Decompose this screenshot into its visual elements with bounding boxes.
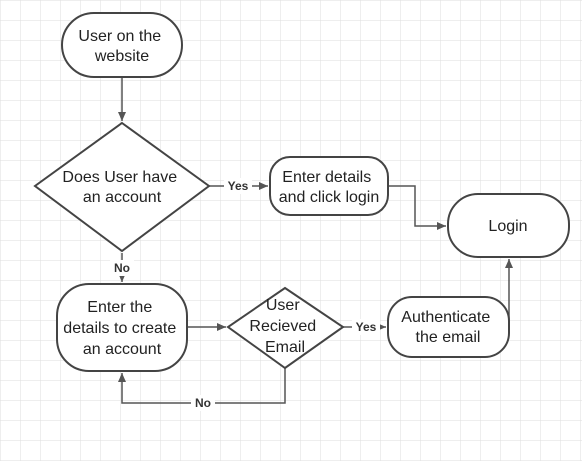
- node-login: [447, 193, 570, 258]
- node-start-label: User on the website: [78, 28, 165, 65]
- node-start-line-2: website: [94, 48, 149, 65]
- node-authenticate-line-1: Authenticate: [401, 309, 490, 326]
- node-enter-details: [269, 156, 389, 216]
- node-received-email-label: User Recieved Email: [249, 297, 320, 356]
- node-received-email-line-2: Recieved: [249, 318, 316, 335]
- node-create-account-line-3: an account: [83, 341, 162, 358]
- node-enter-details-label: Enter details and click login: [279, 169, 380, 206]
- node-received-email-line-3: Email: [265, 339, 305, 356]
- node-received-email-line-1: User: [266, 297, 300, 314]
- node-authenticate-label: Authenticate the email: [401, 309, 494, 346]
- edge-label-bg: [110, 260, 134, 276]
- node-received-email-decision: [226, 286, 345, 370]
- edge-label-bg: [352, 319, 380, 335]
- node-authenticate: [387, 296, 510, 358]
- edge-label-has-account-no: No: [114, 261, 130, 275]
- node-has-account-line-2: an account: [83, 189, 162, 206]
- edge-enter-details-to-login: [388, 185, 446, 230]
- node-enter-details-line-1: Enter details: [282, 169, 371, 186]
- edge-label-received-email-no: No: [195, 396, 211, 410]
- node-enter-details-line-2: and click login: [279, 189, 380, 206]
- node-has-account-decision: [33, 121, 211, 253]
- node-login-label: Login: [488, 218, 527, 235]
- edge-label-received-email-yes: Yes: [356, 320, 377, 334]
- node-create-account: [56, 283, 188, 372]
- node-has-account-label: Does User have an account: [62, 169, 181, 206]
- edge-label-bg: [224, 178, 252, 194]
- node-create-account-line-2: details to create: [63, 320, 176, 337]
- node-create-account-label: Enter the details to create an account: [63, 299, 180, 358]
- node-create-account-line-1: Enter the: [87, 299, 152, 316]
- edge-label-has-account-yes: Yes: [228, 179, 249, 193]
- node-has-account-line-1: Does User have: [62, 169, 177, 186]
- node-start-line-1: User on the: [78, 28, 161, 45]
- edge-label-bg: [191, 395, 215, 411]
- node-start: [61, 12, 183, 78]
- node-login-line-1: Login: [488, 218, 527, 235]
- node-authenticate-line-2: the email: [416, 329, 481, 346]
